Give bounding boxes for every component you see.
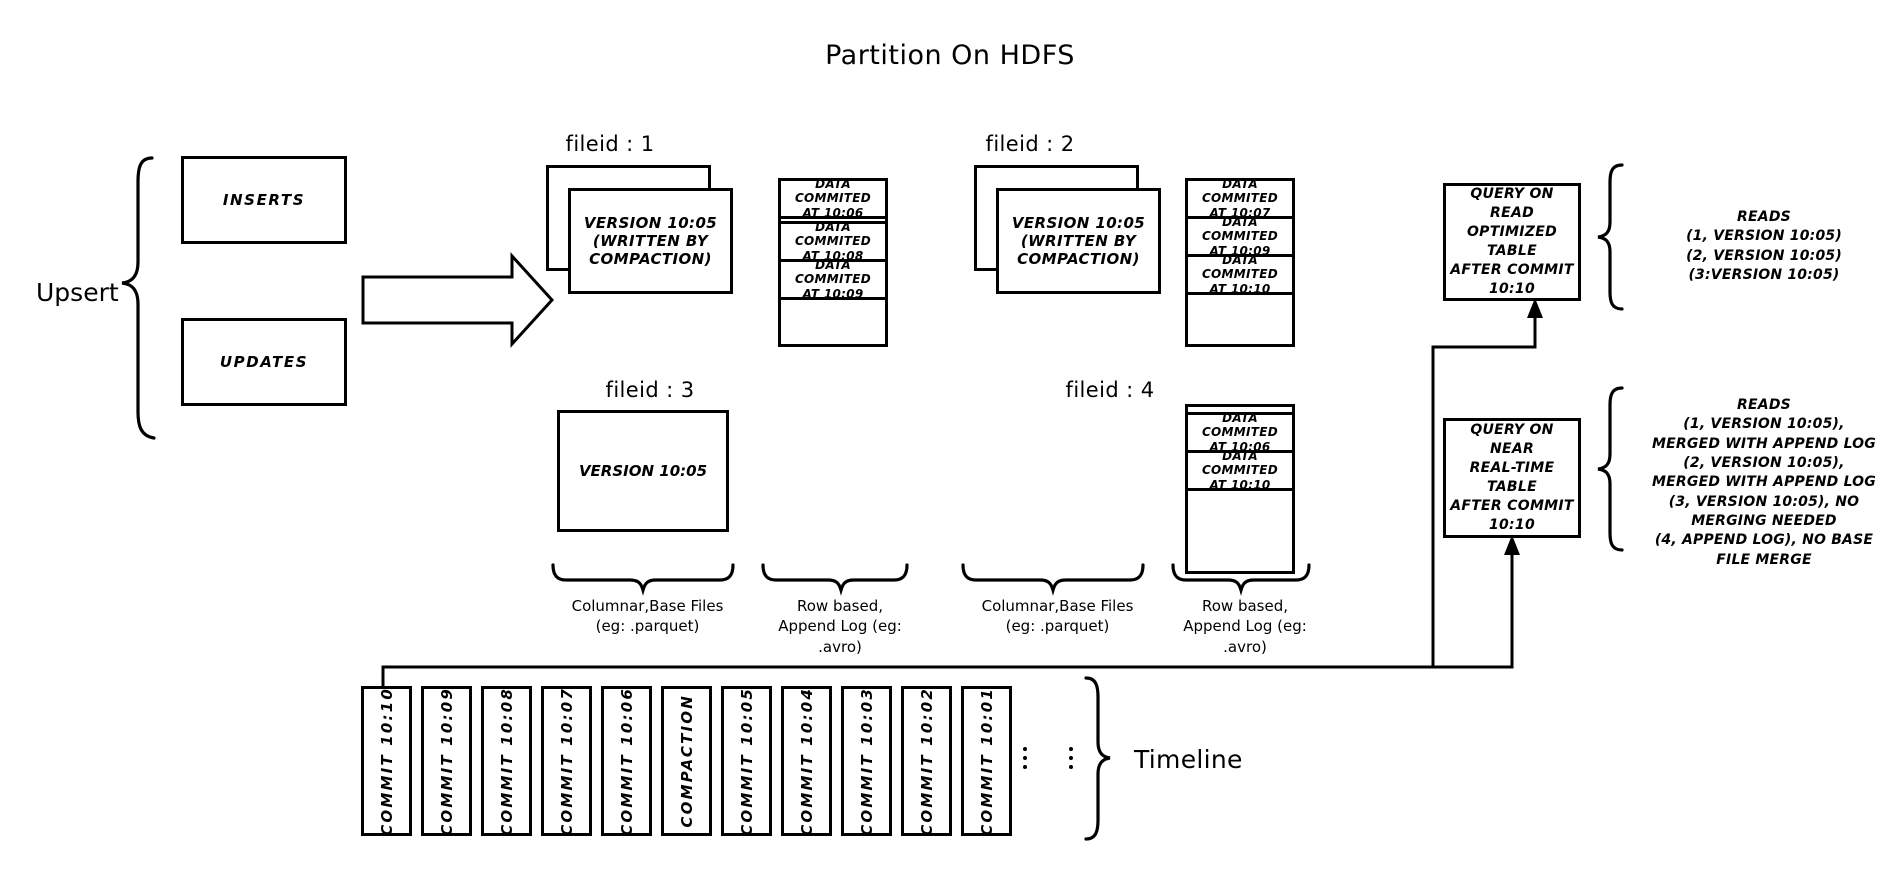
timeline-cell-label: COMMIT 10:07 [557,686,576,836]
timeline-cell-label: COMMIT 10:08 [497,686,516,836]
timeline-cell[interactable]: COMMIT 10:02 [901,686,952,836]
fileid-2-base-text: VERSION 10:05 (WRITTEN BY COMPACTION) [1011,213,1146,269]
fileid-1-label: fileid : 1 [565,132,655,156]
timeline-cell[interactable]: COMMIT 10:08 [481,686,532,836]
inserts-box: INSERTS [181,156,347,244]
timeline-cell-label: COMPACTION [677,694,696,828]
page-title: Partition On HDFS [825,40,1075,71]
query-near-real-time-box[interactable]: QUERY ON NEAR REAL-TIME TABLE AFTER COMM… [1443,418,1581,538]
timeline-cell-label: COMMIT 10:04 [797,686,816,836]
brace-timeline-icon [1084,676,1111,841]
timeline-label: Timeline [1134,745,1243,774]
fileid-3-base-box: VERSION 10:05 [557,410,729,532]
timeline-cell[interactable]: COMMIT 10:04 [781,686,832,836]
timeline-cell-label: COMMIT 10:01 [977,686,996,836]
updates-box: UPDATES [181,318,347,406]
timeline-cell-label: COMMIT 10:02 [917,686,936,836]
commit-arrow-label: Commit 10:10 [396,286,464,326]
timeline-ellipsis-icon [1014,740,1036,776]
fileid-2-base-front: VERSION 10:05 (WRITTEN BY COMPACTION) [996,188,1161,294]
reads-near-real-time-text: READS (1, VERSION 10:05), MERGED WITH AP… [1652,397,1876,568]
timeline-cell-label: COMMIT 10:06 [617,686,636,836]
upsert-brace-icon [121,156,156,440]
brace-reads-read-optimized-icon [1597,163,1624,311]
caption-columnar-left: Columnar,Base Files (eg: .parquet) [571,597,724,636]
brace-reads-near-real-time-icon [1597,386,1624,552]
brace-columnar-right-icon [961,563,1145,596]
timeline-cell-label: COMMIT 10:10 [377,686,396,836]
timeline-cell[interactable]: COMMIT 10:06 [601,686,652,836]
caption-rowlog-right: Row based, Append Log (eg: .avro) [1183,597,1307,656]
timeline-cell-label: COMMIT 10:05 [737,686,756,836]
timeline-cell-label: COMMIT 10:03 [857,686,876,836]
fileid-4-label: fileid : 4 [1065,378,1155,402]
fileid-2-label: fileid : 2 [985,132,1075,156]
brace-rowlog-left-icon [761,563,909,596]
timeline-cell[interactable]: COMMIT 10:03 [841,686,892,836]
fileid-1-base-text: VERSION 10:05 (WRITTEN BY COMPACTION) [583,213,718,269]
inserts-label: INSERTS [222,190,306,209]
upsert-label: Upsert [36,278,119,307]
query-read-optimized-text: QUERY ON READ OPTIMIZED TABLE AFTER COMM… [1450,186,1574,297]
timeline-cell[interactable]: COMMIT 10:01 [961,686,1012,836]
timeline-cell[interactable]: COMMIT 10:09 [421,686,472,836]
timeline-cell[interactable]: COMPACTION [661,686,712,836]
timeline-cell[interactable]: COMMIT 10:07 [541,686,592,836]
fileid-1-base-front: VERSION 10:05 (WRITTEN BY COMPACTION) [568,188,733,294]
timeline-cell[interactable]: COMMIT 10:05 [721,686,772,836]
query-near-real-time-text: QUERY ON NEAR REAL-TIME TABLE AFTER COMM… [1450,422,1574,533]
query-read-optimized-box[interactable]: QUERY ON READ OPTIMIZED TABLE AFTER COMM… [1443,183,1581,301]
reads-read-optimized-text: READS (1, VERSION 10:05) (2, VERSION 10:… [1686,209,1842,283]
timeline-ellipsis-icon [1060,740,1082,776]
brace-columnar-left-icon [551,563,735,596]
timeline-cell[interactable]: COMMIT 10:10 [361,686,412,836]
updates-label: UPDATES [219,352,309,371]
caption-columnar-right: Columnar,Base Files (eg: .parquet) [981,597,1134,636]
fileid-3-label: fileid : 3 [605,378,695,402]
timeline-cell-label: COMMIT 10:09 [437,686,456,836]
fileid-3-base-text: VERSION 10:05 [578,461,708,480]
caption-rowlog-left: Row based, Append Log (eg: .avro) [778,597,902,656]
